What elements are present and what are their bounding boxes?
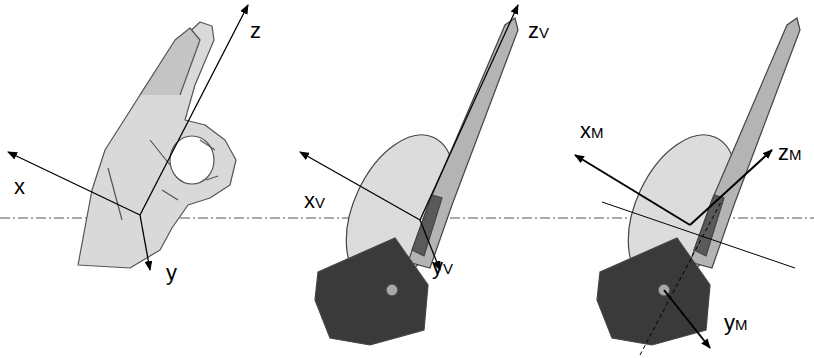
axis-label: xM (580, 120, 604, 142)
axis-label: yV (432, 256, 453, 278)
axis-label: z (250, 20, 261, 42)
axis-label: zV (528, 20, 549, 42)
axis-label: zM (778, 142, 802, 164)
instrument-drawing (597, 18, 800, 345)
hand-drawing (78, 22, 236, 268)
axis-label: yM (724, 312, 748, 334)
axis-label: y (166, 262, 177, 284)
axis-label: x (14, 176, 25, 198)
axis-label: xV (304, 190, 325, 212)
instrument-drawing (315, 18, 518, 345)
